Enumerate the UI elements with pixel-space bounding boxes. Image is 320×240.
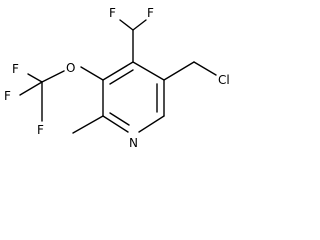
bond-chf2-f-right (132, 19, 147, 31)
bond-c3-o (80, 66, 104, 81)
atom-n: N (129, 136, 138, 150)
atom-f-cf3-bottom: F (37, 123, 44, 137)
double-bond-n-c2 (109, 112, 130, 126)
bond-c3-c4 (102, 61, 134, 81)
bond-chf2-f-left (119, 19, 134, 31)
atom-f-cf3-left: F (4, 89, 11, 103)
bond-cf3-f-top (27, 73, 43, 83)
bond-c6-n (138, 115, 165, 133)
structure-canvas: F F F O F F Cl N (4, 6, 230, 150)
bond-c4-c5 (132, 61, 165, 81)
double-bond-c3-c4 (109, 69, 134, 85)
bond-cf3-f-left (19, 81, 43, 96)
bond-c2-methyl (72, 115, 104, 134)
bond-n-c2 (102, 115, 129, 133)
atom-o: O (66, 61, 75, 75)
atom-f-cf3-top: F (12, 62, 19, 76)
atom-f-chf2-right: F (147, 6, 154, 20)
atom-f-chf2-left: F (109, 6, 116, 20)
bond-c5-ch2 (163, 61, 195, 81)
molecule-structure: F F F O F F Cl N (4, 6, 230, 150)
bond-o-cf3 (41, 70, 65, 83)
atom-cl: Cl (218, 73, 230, 87)
bond-ch2-cl (193, 61, 217, 76)
